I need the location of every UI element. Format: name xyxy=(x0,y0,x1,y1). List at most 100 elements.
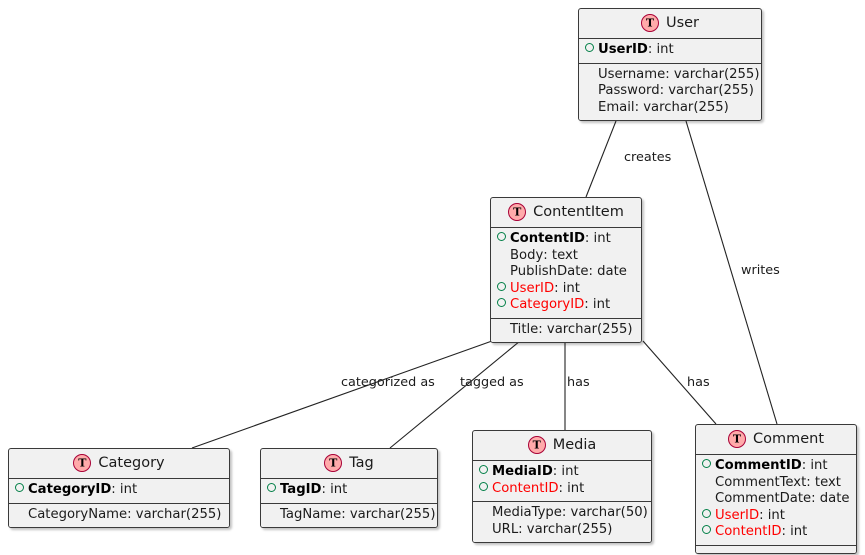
table-stereotype-letter: T xyxy=(513,205,522,219)
table-stereotype-icon: T xyxy=(324,454,343,472)
attribute-type: : int xyxy=(647,42,674,57)
table-stereotype-letter: T xyxy=(532,438,541,452)
relationship-label-tagged-as: tagged as xyxy=(460,375,524,390)
attribute-row: ContentID: int xyxy=(702,524,850,541)
relationship-label-has-media: has xyxy=(567,375,590,390)
entity-section: TagID: int xyxy=(261,478,437,503)
attribute-spacer-icon xyxy=(479,506,488,515)
attribute-spacer-icon xyxy=(585,68,594,77)
attribute-row: ContentID: int xyxy=(479,481,645,498)
attribute-row: Password: varchar(255) xyxy=(585,83,755,100)
relationship-label-has-comment: has xyxy=(687,375,710,390)
attribute-type: : varchar(255) xyxy=(665,66,760,82)
attribute-spacer-icon xyxy=(497,249,506,258)
attribute-spacer-icon xyxy=(479,523,488,532)
table-stereotype-icon: T xyxy=(527,436,546,454)
entity-header-category: T Category xyxy=(9,449,229,478)
attribute-type: : int xyxy=(554,280,580,296)
attribute-type: : varchar(255) xyxy=(341,506,436,522)
attribute-name: Email xyxy=(598,99,635,115)
attribute-row: MediaID: int xyxy=(479,464,645,481)
entity-section: MediaType: varchar(50)URL: varchar(255) xyxy=(473,501,651,542)
attribute-spacer-icon xyxy=(267,508,276,517)
attribute-type: : text xyxy=(543,247,578,263)
attribute-type: : date xyxy=(588,264,627,279)
attribute-name: CategoryName xyxy=(28,506,128,522)
attribute-spacer-icon xyxy=(497,323,506,332)
attribute-name: ContentID xyxy=(492,480,559,496)
attribute-name: UserID xyxy=(715,507,760,523)
attribute-type: : varchar(255) xyxy=(518,521,613,537)
attribute-name: CommentDate xyxy=(715,491,812,506)
attribute-row: CommentText: text xyxy=(702,475,850,492)
entity-name: Category xyxy=(98,455,165,471)
attribute-row: CommentID: int xyxy=(702,458,850,475)
attribute-type: : varchar(255) xyxy=(634,99,729,115)
attribute-name: Username xyxy=(598,66,666,82)
entity-section: UserID: int xyxy=(579,38,761,63)
entity-header-user: T User xyxy=(579,9,761,38)
table-stereotype-letter: T xyxy=(78,456,87,470)
relationship-label-creates: creates xyxy=(624,150,672,165)
table-stereotype-icon: T xyxy=(727,430,746,448)
attribute-row: CategoryName: varchar(255) xyxy=(15,507,223,524)
attribute-spacer-icon xyxy=(585,101,594,110)
relationship-label-categorized-as: categorized as xyxy=(341,375,435,390)
attribute-type: : int xyxy=(781,524,808,539)
attribute-row: UserID: int xyxy=(497,281,635,298)
table-stereotype-icon: T xyxy=(508,203,527,221)
attribute-type: : text xyxy=(806,474,841,490)
attribute-name: PublishDate xyxy=(510,264,589,279)
attribute-row: CategoryID: int xyxy=(15,482,223,499)
attribute-name: URL xyxy=(492,521,519,537)
attribute-row: TagID: int xyxy=(267,482,431,499)
attribute-row: PublishDate: date xyxy=(497,264,635,281)
attribute-row: Title: varchar(255) xyxy=(497,322,635,339)
key-marker-icon xyxy=(497,281,506,291)
table-stereotype-icon: T xyxy=(640,14,659,32)
attribute-name: CommentText xyxy=(715,474,807,490)
attribute-row: UserID: int xyxy=(702,508,850,525)
attribute-type: : int xyxy=(584,231,611,246)
entity-section: CategoryName: varchar(255) xyxy=(9,502,229,527)
entity-section: CategoryID: int xyxy=(9,478,229,503)
attribute-spacer-icon xyxy=(702,476,711,485)
entity-section: Username: varchar(255)Password: varchar(… xyxy=(579,62,761,120)
attribute-name: MediaID xyxy=(492,464,553,479)
attribute-name: Password xyxy=(598,83,660,98)
attribute-row: CommentDate: date xyxy=(702,491,850,508)
attribute-name: TagName xyxy=(280,506,342,522)
key-marker-icon xyxy=(267,483,276,492)
attribute-name: ContentID xyxy=(715,524,782,539)
key-marker-icon xyxy=(479,465,488,474)
attribute-type: : date xyxy=(811,491,850,506)
attribute-type: : varchar(255) xyxy=(127,506,222,522)
attribute-row: Email: varchar(255) xyxy=(585,100,755,117)
attribute-row: URL: varchar(255) xyxy=(479,522,645,539)
attribute-name: TagID xyxy=(280,482,322,497)
key-marker-icon xyxy=(702,459,711,468)
attribute-name: Title xyxy=(510,321,539,337)
table-stereotype-letter: T xyxy=(645,16,655,30)
entity-name: Media xyxy=(552,437,597,453)
key-marker-icon xyxy=(702,508,711,518)
entity-name: Comment xyxy=(752,431,825,447)
attribute-type: : int xyxy=(759,507,785,523)
attribute-name: CategoryID xyxy=(28,482,112,497)
entity-name: User xyxy=(665,15,700,31)
attribute-type: : int xyxy=(558,480,585,496)
attribute-name: UserID xyxy=(598,42,648,57)
attribute-type: : int xyxy=(111,482,138,497)
attribute-type: : int xyxy=(584,297,611,312)
entity-section xyxy=(696,544,856,553)
